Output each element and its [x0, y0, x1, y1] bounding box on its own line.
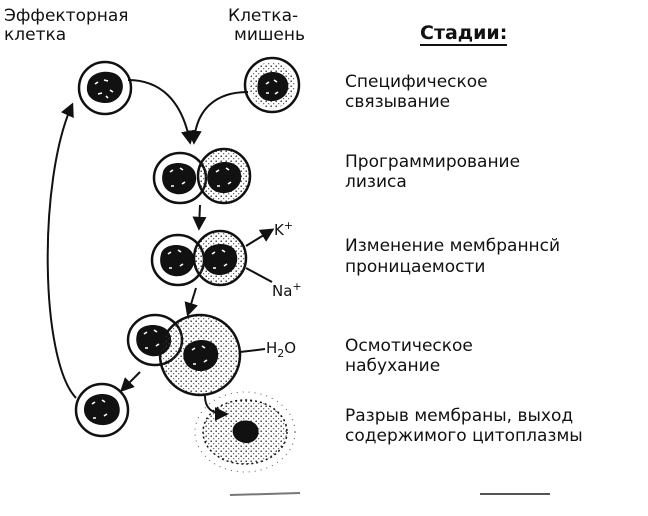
- stage-1-line2: связывание: [345, 92, 451, 112]
- potassium-symbol: K: [274, 221, 284, 239]
- conjugate-stage-4: [126, 313, 242, 397]
- stage-5-line1: Разрыв мембраны, выход: [345, 406, 574, 426]
- arrows: [46, 79, 275, 421]
- stage-5-line2: содержимого цитоплазмы: [345, 426, 583, 446]
- water-subscript: 2: [277, 347, 285, 360]
- arrow-stage4-to-lysed: [204, 395, 229, 421]
- arrow-recycle: [46, 102, 77, 399]
- water-o: O: [284, 339, 297, 357]
- conjugate-stage-3: [150, 229, 248, 287]
- arrow-stage2-to-stage3: [192, 204, 207, 231]
- line-sodium: [245, 267, 273, 283]
- effector-cell-free: [77, 60, 133, 116]
- arrow-target-to-conjugate: [187, 91, 249, 145]
- arrow-stage4-to-effector: [120, 371, 141, 392]
- effector-label-line1: Эффекторная: [4, 6, 129, 26]
- stage-3-line2: проницаемости: [345, 257, 486, 277]
- stage-4-line2: набухание: [345, 356, 441, 376]
- line-water: [239, 348, 266, 353]
- stage-1-line1: Специфическое: [345, 72, 488, 92]
- stages-title: Стадии:: [420, 22, 508, 46]
- arrow-effector-to-conjugate: [127, 79, 195, 145]
- sodium-symbol: Na: [272, 282, 293, 300]
- stage-3-line1: Изменение мембраннсй: [345, 236, 561, 256]
- effector-cell-released: [74, 382, 130, 438]
- target-label-line2: мишень: [234, 25, 306, 45]
- lysed-target-cell: [194, 391, 296, 473]
- effector-label-line2: клетка: [4, 25, 67, 45]
- potassium-label: K+: [274, 217, 293, 239]
- effector-nucleus: [86, 71, 123, 104]
- target-label-line1: Клетка-: [228, 6, 299, 26]
- sodium-label: Na+: [272, 278, 302, 300]
- water-h: H: [266, 339, 278, 357]
- stage-2-line2: лизиса: [345, 172, 407, 192]
- sodium-charge: +: [292, 280, 302, 293]
- water-label: H2O: [266, 339, 296, 363]
- arrow-potassium-out: [245, 228, 275, 247]
- stage-4-line1: Осмотическое: [345, 336, 473, 356]
- target-cell-free: [243, 56, 301, 114]
- arrow-stage3-to-stage4: [184, 287, 198, 317]
- stage-2-line1: Программирование: [345, 152, 521, 172]
- conjugate-stage-2: [152, 147, 252, 205]
- potassium-charge: +: [283, 219, 294, 232]
- target-nucleus: [257, 71, 289, 102]
